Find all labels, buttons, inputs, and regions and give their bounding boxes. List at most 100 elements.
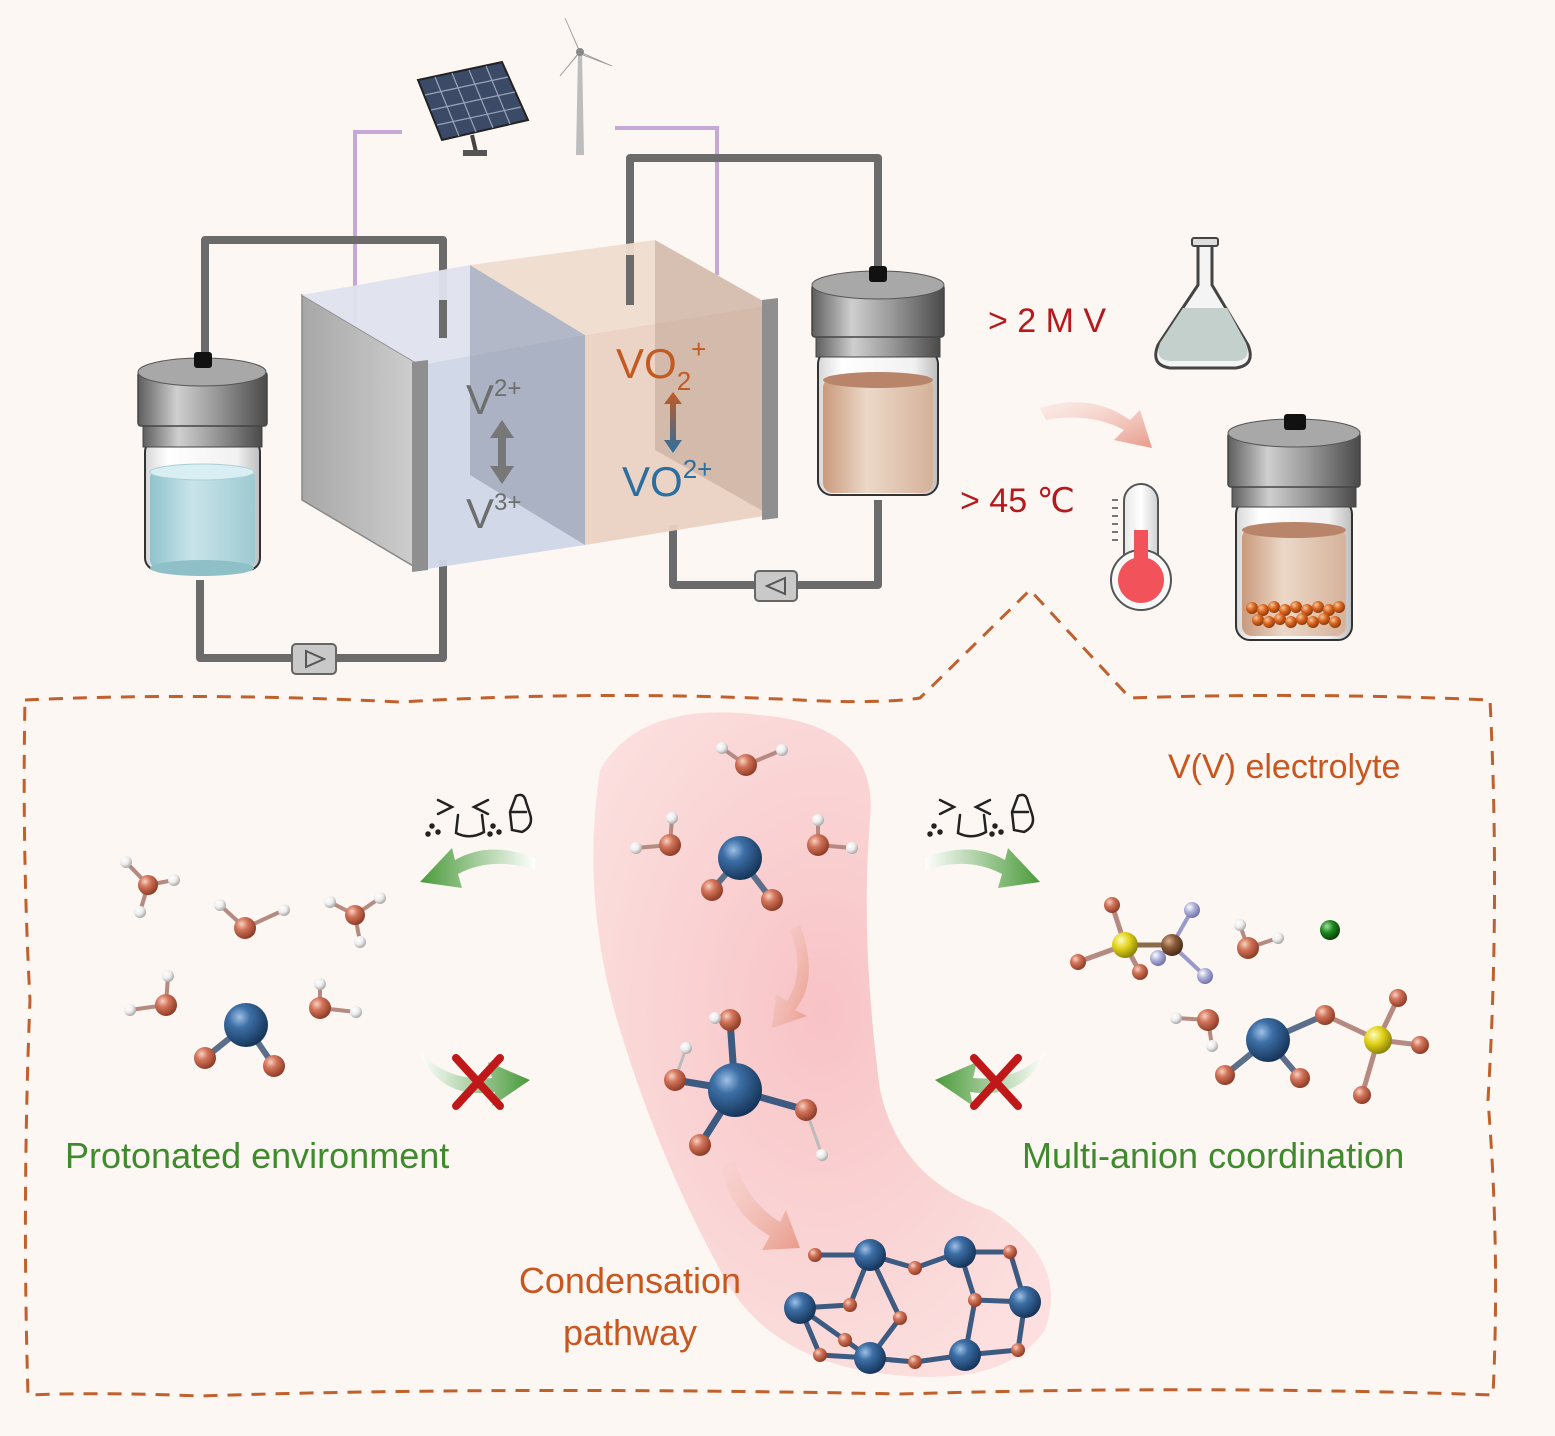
hydrogen-atom [214,899,226,911]
oxygen-atom [735,754,757,776]
oxygen-atom [689,1134,711,1156]
vanadium-atom [1246,1018,1290,1062]
negative-wire [353,130,402,322]
positive-ions: VO2+ VO2+ [616,334,712,505]
oxygen-atom [843,1298,857,1312]
hydrogen-atom [1206,1040,1218,1052]
oxygen-atom [1237,937,1259,959]
temperature-label: > 45 ℃ [960,482,1075,520]
pathway-arrow [722,1160,800,1250]
flow-cell [301,240,778,572]
ion-vo2-charge: 2+ [683,454,713,484]
oxygen-atom [813,1348,827,1362]
oxygen-atom [968,1293,982,1307]
hydrogen-atom [314,978,326,990]
multi-anion-coordination-label: Multi-anion coordination [1022,1135,1404,1176]
svg-text:VO2+: VO2+ [616,334,706,396]
negative-tank [137,352,268,576]
hydrogen-atom [630,842,642,854]
ion-v2-symbol: V [466,376,494,423]
zoom-panel-border [22,587,1498,1398]
hydrogen-atom [1272,932,1284,944]
ion-vo2plus-charge: + [691,334,706,364]
hydrogen-atom [324,896,336,908]
oxygen-atom [1197,1009,1219,1031]
hydrogen-atom [709,1012,721,1024]
vanadium-atom [944,1236,976,1268]
oxygen-atom [893,1311,907,1325]
precipitate-bottle-icon [1227,414,1361,641]
vanadium-atom [784,1292,816,1324]
oxygen-atom [838,1333,852,1347]
ion-vo2-symbol: VO [622,458,683,505]
positive-wire [615,126,719,275]
oxygen-atom [908,1355,922,1369]
vanadium-atom [949,1339,981,1371]
green-arrow-right [925,848,1040,888]
positive-tank [811,266,945,496]
oxygen-atom [138,875,158,895]
oxygen-atom [659,834,681,856]
hydrogen-atom [354,936,366,948]
oxygen-atom [263,1055,285,1077]
oxygen-atom [194,1047,216,1069]
sulfur-atom [1112,932,1138,958]
hydrogen-atom [716,742,728,754]
oxygen-atom [1070,954,1086,970]
hydrogen-atom [776,744,788,756]
vanadium-atom [1009,1286,1041,1318]
oxygen-atom [1104,897,1120,913]
hydrogen-atom [278,904,290,916]
oxygen-atom [1215,1065,1235,1085]
oxygen-atom [234,917,256,939]
oxygen-atom [761,889,783,911]
oxygen-atom [808,1248,822,1262]
hydrogen-atom [124,1004,136,1016]
negative-ions: V2+ V3+ [466,375,521,537]
double-arrow-icon [490,420,514,484]
double-arrow-icon [664,392,682,453]
condensation-label: Condensation [519,1260,741,1301]
cross-icon [452,1054,504,1110]
oxygen-atom [664,1069,686,1091]
oxygen-atom [701,879,723,901]
thermometer-icon [1110,483,1172,611]
hydrogen-atom [162,970,174,982]
hydrogen-atom [680,1042,692,1054]
cross-icon [970,1054,1022,1110]
protonated-environment-label: Protonated environment [65,1135,449,1176]
pathway-label: pathway [563,1312,697,1353]
thumbs-up-face-icon [927,793,1035,838]
oxygen-atom [309,997,331,1019]
oxygen-atom [908,1261,922,1275]
hydrogen-atom [134,906,146,918]
svg-text:V2+: V2+ [466,375,521,423]
molecular-atoms [120,742,1429,1374]
oxygen-atom [807,834,829,856]
svg-text:V3+: V3+ [466,489,521,537]
svg-text:VO2+: VO2+ [622,454,712,505]
oxygen-atom [795,1099,817,1121]
process-arrow [1040,402,1152,448]
chloride-atom [1320,920,1340,940]
oxygen-atom [1011,1343,1025,1357]
carbon-atom [1161,934,1183,956]
sulfur-atom [1364,1026,1392,1054]
solar-panel-icon [416,60,530,156]
hydrogen-atom [168,874,180,886]
ion-v2-charge: 2+ [494,375,521,402]
hydrogen-atom [374,892,386,904]
vanadium-atom [224,1003,268,1047]
condensation-pathway-region [593,712,1051,1377]
hydrogen-atom [666,812,678,824]
fluorine-atom [1150,950,1166,966]
pump-icon [754,570,798,602]
vanadium-atom [854,1342,886,1374]
oxygen-atom [155,994,177,1016]
oxygen-atom [719,1009,741,1031]
hydrogen-atom [846,842,858,854]
vanadium-atom [718,836,762,880]
electrolyte-label: V(V) electrolyte [1168,748,1400,786]
hydrogen-atom [1170,1012,1182,1024]
